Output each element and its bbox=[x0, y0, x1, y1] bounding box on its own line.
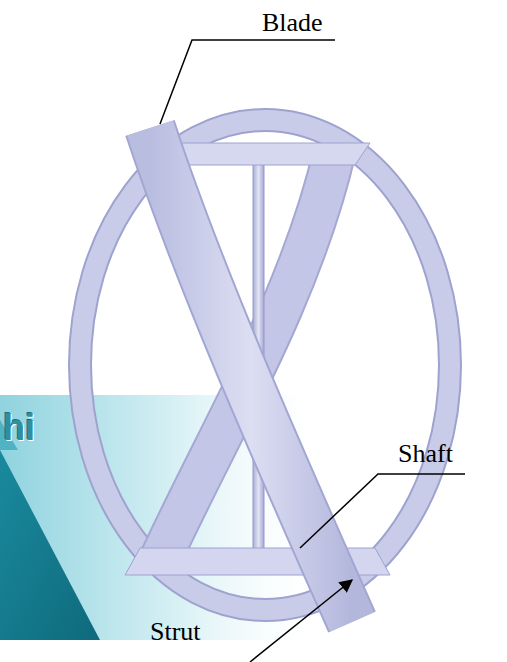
front-blade-edge bbox=[150, 128, 352, 622]
front-blade bbox=[150, 128, 352, 622]
part-label: Shaft bbox=[398, 440, 453, 469]
leader-line bbox=[160, 40, 335, 124]
slide-banner-stripe bbox=[0, 450, 100, 640]
leader-line bbox=[300, 474, 465, 548]
leader-arrow bbox=[250, 580, 352, 662]
top-strut bbox=[160, 143, 370, 165]
part-label: Strut bbox=[150, 618, 201, 647]
slide-title-fragment: hi bbox=[3, 408, 35, 448]
part-label: Blade bbox=[262, 9, 323, 38]
